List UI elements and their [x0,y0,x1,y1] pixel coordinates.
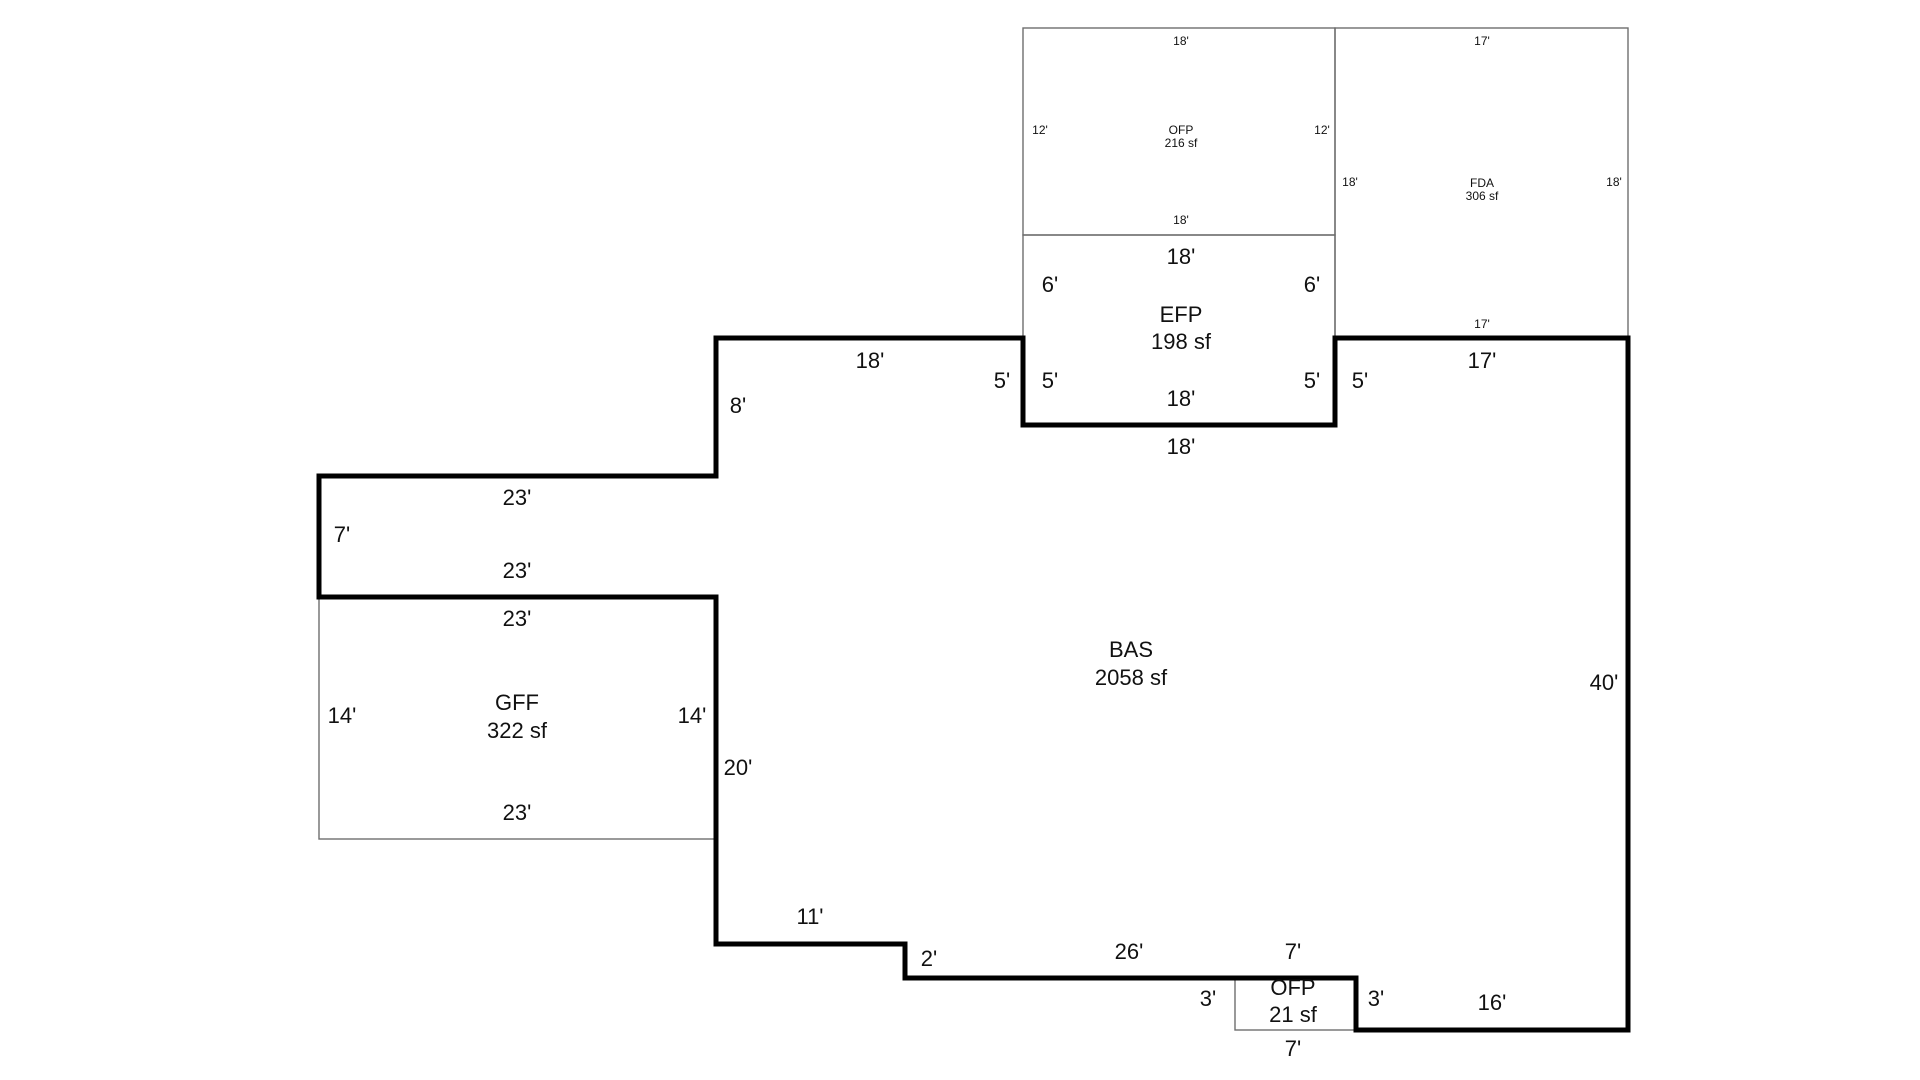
bas-area-size: 2058 sf [1095,665,1168,690]
gff-area-code: GFF [495,690,539,715]
dim-label: 23' [503,606,532,631]
dim-label: 18' [1173,213,1189,227]
dim-label: 14' [678,703,707,728]
dim-label: 23' [503,800,532,825]
dim-label: 8' [730,393,746,418]
bas-outline [316,335,1631,1033]
efp-area-code: EFP [1160,302,1203,327]
dim-label: 26' [1115,939,1144,964]
dim-label: 2' [921,946,937,971]
dim-label: 6' [1304,272,1320,297]
dim-label: 18' [1606,175,1622,189]
dim-label: 5' [994,368,1010,393]
dim-label: 17' [1474,317,1490,331]
dim-label: 12' [1032,123,1048,137]
ofp-bottom-area-size: 21 sf [1269,1002,1318,1027]
dim-label: 11' [796,904,823,929]
dim-label: 23' [503,485,532,510]
dim-label: 14' [328,703,357,728]
dim-label: 17' [1468,348,1497,373]
bas-area-code: BAS [1109,637,1153,662]
ofp-bottom-area-code: OFP [1270,975,1315,1000]
dim-label: 5' [1042,368,1058,393]
dim-label: 7' [1285,939,1301,964]
fda-area-size: 306 sf [1466,189,1499,203]
efp-area-size: 198 sf [1151,329,1212,354]
dim-label: 16' [1478,990,1507,1015]
dim-label: 18' [1167,386,1196,411]
dim-label: 6' [1042,272,1058,297]
dim-label: 3' [1368,986,1384,1011]
ofp-top-area-code: OFP [1169,123,1194,137]
ofp-top-area-size: 216 sf [1165,136,1198,150]
dim-label: 17' [1474,34,1490,48]
dim-label: 5' [1352,368,1368,393]
dim-label: 18' [1173,34,1189,48]
fda-area-code: FDA [1470,176,1494,190]
dim-label: 18' [856,348,885,373]
gff-area-size: 322 sf [487,718,548,743]
dim-label: 18' [1167,434,1196,459]
dim-label: 23' [503,558,532,583]
dim-label: 12' [1314,123,1330,137]
dim-label: 7' [1285,1036,1301,1061]
dim-label: 7' [334,522,350,547]
dim-label: 20' [724,755,753,780]
dim-label: 18' [1167,244,1196,269]
dim-label: 3' [1200,986,1216,1011]
dim-label: 40' [1590,670,1619,695]
dim-label: 5' [1304,368,1320,393]
dim-label: 18' [1342,175,1358,189]
